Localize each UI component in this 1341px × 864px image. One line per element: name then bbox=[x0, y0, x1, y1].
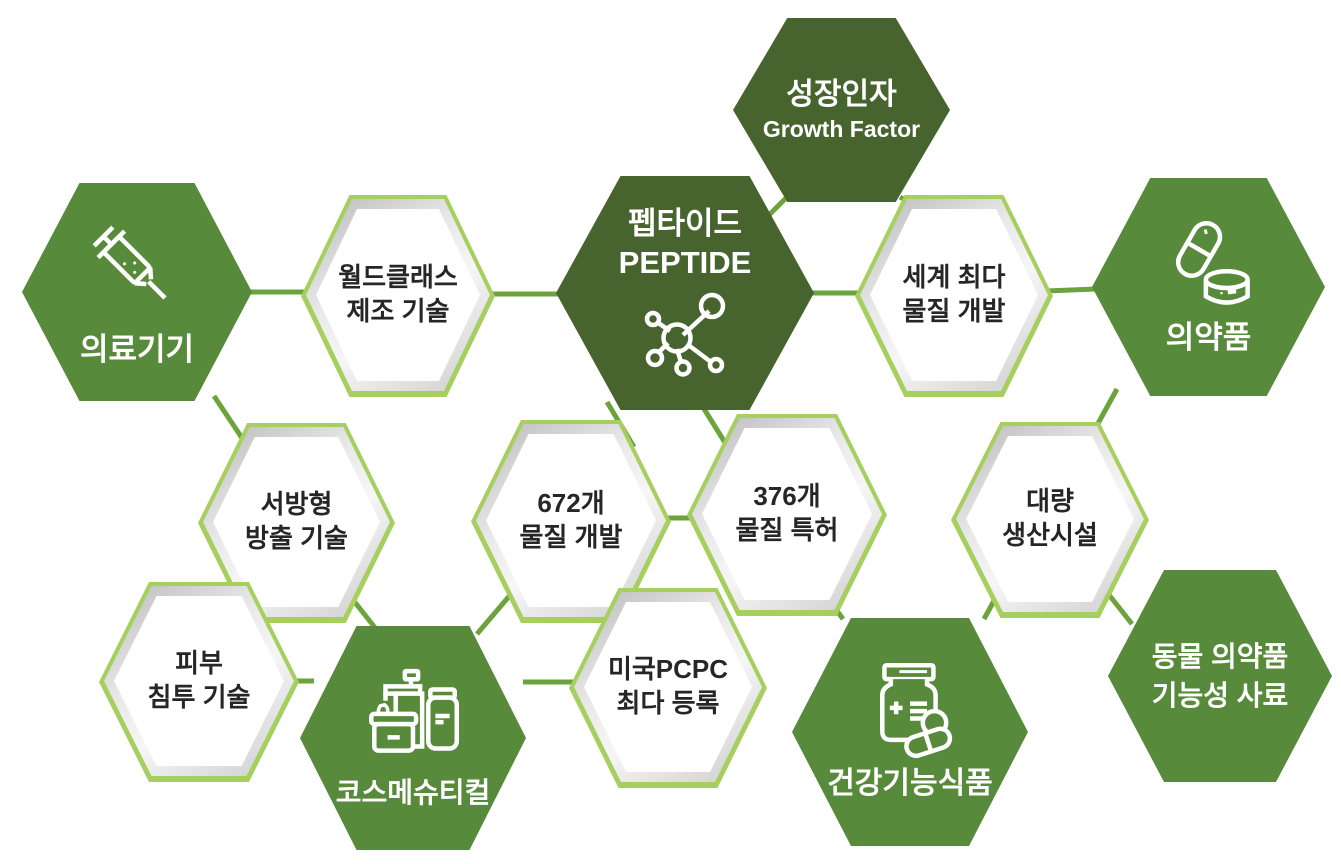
cosmetics-icon bbox=[357, 667, 469, 769]
peptide-label-ko: 펩타이드 bbox=[627, 206, 743, 242]
376-line2: 물질 특허 bbox=[735, 515, 839, 545]
animal-feed-line2: 기능성 사료 bbox=[1151, 680, 1289, 711]
world-class-line2: 제조 기술 bbox=[346, 296, 450, 326]
growth-factor-label-ko: 성장인자 bbox=[786, 77, 897, 111]
pharmaceuticals-label: 의약품 bbox=[1165, 319, 1252, 355]
672-line1: 672개 bbox=[537, 487, 605, 518]
health-food-label: 건강기능식품 bbox=[827, 767, 993, 801]
world-class-line1: 월드클래스 bbox=[338, 262, 458, 293]
hex-pharmaceuticals: 의약품 bbox=[1092, 178, 1325, 396]
sustained-release-line1: 서방형 bbox=[260, 489, 333, 520]
376-line1: 376개 bbox=[753, 481, 821, 512]
hex-cosmeceutical: 코스메슈티컬 bbox=[300, 626, 526, 850]
molecule-icon bbox=[633, 289, 737, 381]
connector-line bbox=[766, 194, 790, 218]
mass-production-line2: 생산시설 bbox=[1002, 520, 1098, 550]
us-pcpc-line2: 최다 등록 bbox=[616, 688, 720, 718]
hex-skin-penetration: 피부 침투 기술 bbox=[99, 582, 299, 782]
pills-icon bbox=[1155, 217, 1263, 313]
hex-peptide: 펩타이드 PEPTIDE bbox=[556, 176, 814, 410]
peptide-label-en: PEPTIDE bbox=[618, 245, 752, 280]
connector-line bbox=[1045, 286, 1097, 294]
medical-device-label: 의료기기 bbox=[79, 331, 195, 367]
animal-feed-line1: 동물 의약품 bbox=[1151, 641, 1289, 672]
most-substances-line1: 세계 최다 bbox=[902, 262, 1006, 293]
hex-medical-device: 의료기기 bbox=[22, 183, 252, 401]
connector-line bbox=[211, 394, 245, 440]
us-pcpc-line1: 미국PCPC bbox=[607, 654, 729, 685]
hex-mass-production: 대량 생산시설 bbox=[951, 422, 1149, 618]
hex-animal-feed: 동물 의약품 기능성 사료 bbox=[1108, 570, 1332, 782]
hex-health-food: 건강기능식품 bbox=[792, 618, 1028, 846]
sustained-release-line2: 방출 기술 bbox=[245, 523, 348, 553]
hex-us-pcpc: 미국PCPC 최다 등록 bbox=[569, 588, 767, 788]
skin-penetration-line1: 피부 bbox=[175, 648, 223, 679]
growth-factor-label-en: Growth Factor bbox=[762, 116, 921, 143]
hex-672-substances: 672개 물질 개발 bbox=[471, 420, 671, 623]
hex-world-class: 월드클래스 제조 기술 bbox=[301, 195, 495, 397]
supplement-jar-icon bbox=[854, 661, 966, 759]
skin-penetration-line2: 침투 기술 bbox=[147, 682, 251, 712]
672-line2: 물질 개발 bbox=[519, 521, 623, 552]
cosmeceutical-label: 코스메슈티컬 bbox=[335, 776, 491, 808]
hex-376-patents: 376개 물질 특허 bbox=[687, 414, 887, 616]
most-substances-line2: 물질 개발 bbox=[902, 296, 1006, 326]
mass-production-line1: 대량 bbox=[1026, 486, 1074, 517]
syringe-icon bbox=[82, 215, 192, 325]
hex-most-substances: 세계 최다 물질 개발 bbox=[855, 195, 1053, 397]
hex-growth-factor: 성장인자 Growth Factor bbox=[733, 18, 950, 202]
